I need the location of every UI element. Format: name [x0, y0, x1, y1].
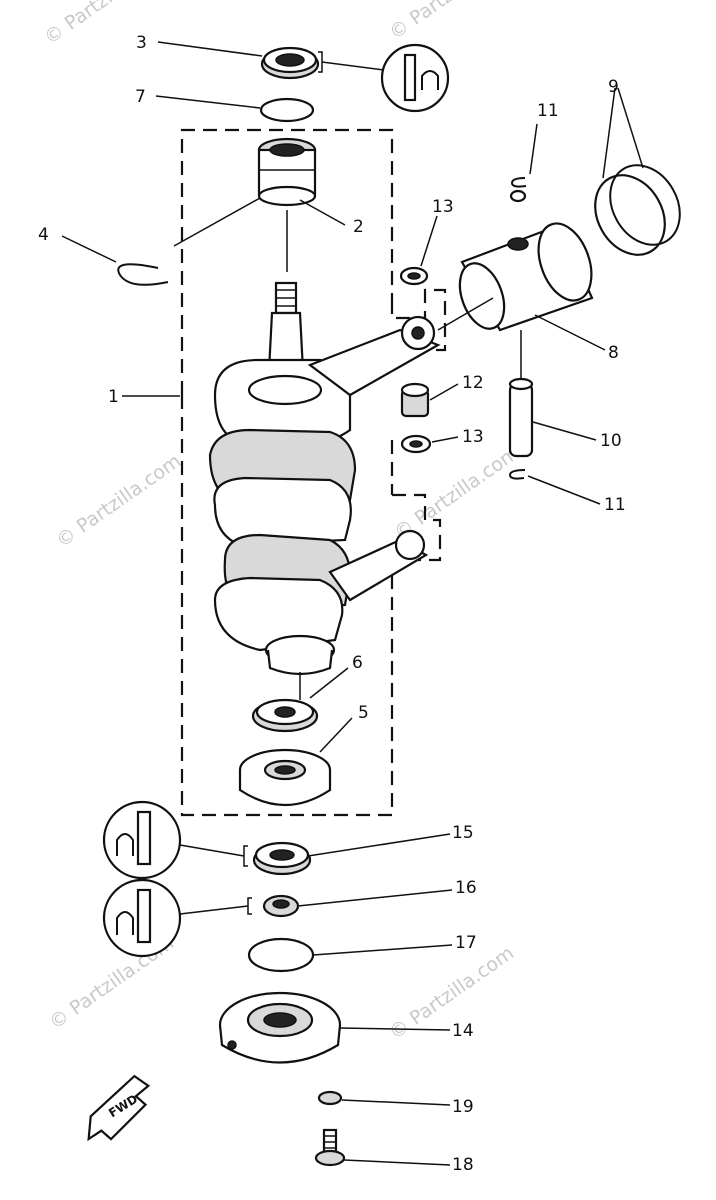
- watermark-text: © Partzilla.com: [390, 442, 523, 544]
- part-circlip: [117, 263, 169, 286]
- callout-label: 8: [608, 343, 619, 363]
- part-oil-seal-top: [260, 43, 450, 113]
- callout-label: 16: [455, 878, 477, 898]
- callout-label: 17: [455, 933, 477, 953]
- forward-arrow-icon: FWD: [87, 1074, 151, 1142]
- part-piston-pin: [508, 330, 597, 458]
- part-lower-o-ring: [247, 937, 453, 973]
- part-bolt: [314, 1128, 451, 1167]
- part-washer: [317, 1090, 451, 1106]
- part-piston: [437, 189, 606, 351]
- callout-label: 7: [135, 87, 146, 107]
- callout-label: 11: [537, 101, 559, 121]
- callout-label: 11: [604, 495, 626, 515]
- watermark-text: © Partzilla.com: [52, 450, 185, 552]
- callout-label: 9: [608, 77, 619, 97]
- callout-label: 10: [600, 431, 622, 451]
- callout-label: 13: [462, 427, 484, 447]
- callout-label: 12: [462, 373, 484, 393]
- part-number-labels: 1 2 3 4 5 6 7 8 9 10 11 11 12 13 13 14 1…: [38, 33, 626, 1175]
- part-drive-gear: [251, 667, 349, 733]
- callout-label: 15: [452, 823, 474, 843]
- part-small-seal: [102, 878, 453, 958]
- callout-label: 1: [108, 387, 119, 407]
- part-crankshaft: [122, 281, 357, 700]
- callout-label: 4: [38, 225, 49, 245]
- part-needle-bearing: [400, 382, 459, 418]
- leader-lines: [61, 41, 346, 263]
- callout-label: 6: [352, 653, 363, 673]
- watermark-text: © Partzilla.com: [385, 0, 518, 44]
- part-connecting-rods: [307, 315, 441, 602]
- callout-label: 19: [452, 1097, 474, 1117]
- assembly-boundary: [180, 128, 447, 817]
- part-pin-clips: [508, 123, 601, 505]
- watermark-text: © Partzilla.com: [40, 0, 173, 49]
- part-piston-rings: [594, 87, 681, 256]
- callout-label: 5: [358, 703, 369, 723]
- callout-label: 3: [136, 33, 147, 53]
- part-lower-bearing: [238, 717, 353, 806]
- part-lower-oil-seal: [102, 800, 451, 880]
- callout-label: 2: [353, 217, 364, 237]
- callout-label: 13: [432, 197, 454, 217]
- part-lower-housing: [218, 991, 451, 1064]
- callout-label: 14: [452, 1021, 474, 1041]
- callout-label: 18: [452, 1155, 474, 1175]
- part-thrust-washers: [399, 215, 459, 454]
- part-o-ring-top: [259, 97, 315, 123]
- part-upper-bearing: [257, 137, 317, 272]
